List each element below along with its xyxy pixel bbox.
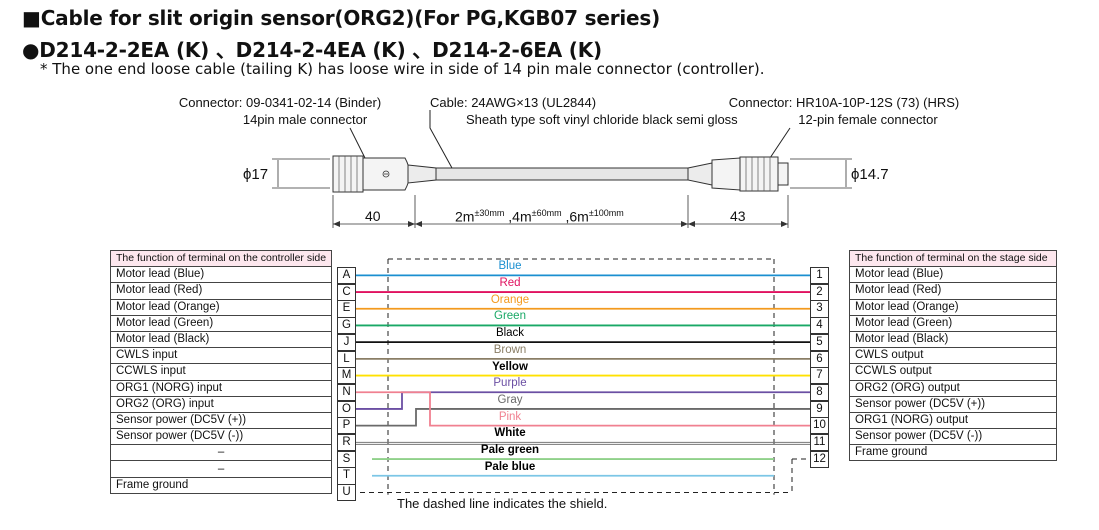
length-6m-value: ,6m: [565, 208, 589, 225]
wire-label: Brown: [493, 343, 527, 356]
left-pin-N: N: [337, 383, 356, 402]
stage-row: Motor lead (Red): [849, 282, 1057, 300]
stage-side-table: The function of terminal on the stage si…: [849, 249, 1057, 462]
tolerance-4m: ±60mm: [531, 208, 562, 218]
left-pin-U: U: [337, 484, 356, 502]
right-pin-10: 10: [810, 417, 829, 435]
controller-row: –: [109, 460, 333, 478]
wire-label: Yellow: [492, 360, 528, 373]
left-pin-M: M: [337, 367, 356, 385]
left-pin-S: S: [337, 450, 356, 468]
right-pin-6: 6: [810, 350, 829, 368]
right-pin-1: 1: [810, 267, 829, 285]
connector-right-label: Connector: HR10A-10P-12S (73) (HRS): [728, 95, 960, 110]
right-pin-12: 12: [810, 450, 829, 468]
title-cable: ■Cable for slit origin sensor(ORG2)(For …: [22, 6, 661, 30]
right-pin-5: 5: [810, 333, 829, 351]
stage-row: ORG2 (ORG) output: [849, 379, 1057, 397]
right-pin-3: 3: [810, 300, 829, 318]
wire-label: Gray: [497, 393, 523, 406]
wire-label: Blue: [498, 260, 522, 273]
right-pin-4: 4: [810, 317, 829, 335]
controller-row: Sensor power (DC5V (-)): [109, 428, 333, 446]
left-pin-P: P: [337, 417, 356, 435]
wire-label: Red: [499, 277, 521, 290]
wire-label: Pale green: [480, 444, 540, 457]
diameter-left: ϕ17: [243, 166, 269, 183]
wire-label: Black: [495, 327, 525, 340]
length-2m: 2m±30mm ,4m±60mm ,6m±100mm: [455, 208, 624, 225]
right-pin-9: 9: [810, 400, 829, 418]
controller-row: CCWLS input: [109, 363, 333, 381]
left-pin-T: T: [337, 467, 356, 485]
note-loose-cable: * The one end loose cable (tailing K) ha…: [40, 60, 765, 78]
title-models: ●D214-2-2EA (K) 、D214-2-4EA (K) 、D214-2-…: [22, 38, 602, 62]
left-pin-O: O: [337, 400, 356, 418]
controller-row: ORG2 (ORG) input: [109, 395, 333, 413]
wire-pink: [356, 391, 810, 427]
length-left-connector: 40: [365, 208, 381, 224]
shield-note: The dashed line indicates the shield.: [397, 496, 608, 511]
stage-row: Motor lead (Orange): [849, 298, 1057, 316]
connector-left-label: Connector: 09-0341-02-14 (Binder): [178, 95, 382, 110]
left-pin-G: G: [337, 317, 356, 335]
stage-table-header: The function of terminal on the stage si…: [849, 249, 1057, 268]
tolerance-2m: ±30mm: [474, 208, 505, 218]
left-pin-E: E: [337, 300, 356, 318]
cable-spec-label: Cable: 24AWG×13 (UL2844): [430, 95, 597, 110]
length-right-connector: 43: [730, 208, 746, 224]
right-pin-8: 8: [810, 383, 829, 402]
wire-label: Orange: [490, 293, 530, 306]
shield-line: [360, 258, 793, 495]
wire-label: White: [494, 427, 526, 440]
wire-label: Purple: [493, 377, 527, 390]
wire-gray: [356, 408, 810, 427]
wire-purple: [356, 391, 810, 410]
left-pin-L: L: [337, 350, 356, 368]
left-pin-R: R: [337, 434, 356, 452]
left-pin-C: C: [337, 283, 356, 301]
left-pin-J: J: [337, 333, 356, 351]
tolerance-6m: ±100mm: [588, 208, 624, 218]
stage-row: ORG1 (NORG) output: [849, 411, 1057, 430]
diameter-right: ϕ14.7: [851, 166, 889, 183]
connector-left-type: 14pin male connector: [242, 112, 368, 127]
left-pin-A: A: [337, 267, 356, 285]
right-pin-7: 7: [810, 367, 829, 385]
length-2m-value: 2m: [455, 208, 475, 225]
wire-label: Pale blue: [484, 460, 536, 473]
right-pin-11: 11: [810, 434, 829, 452]
wire-label: Green: [494, 310, 526, 323]
stage-row: CWLS output: [849, 347, 1057, 365]
wire-label: Pink: [498, 410, 522, 423]
right-pin-2: 2: [810, 283, 829, 301]
controller-row: Frame ground: [109, 476, 333, 494]
length-4m-value: ,4m: [508, 208, 532, 225]
controller-side-table: The function of terminal on the controll…: [109, 249, 333, 494]
connector-right-type: 12-pin female connector: [798, 112, 938, 127]
stage-row: Motor lead (Green): [849, 314, 1057, 332]
stage-row: Frame ground: [849, 444, 1057, 462]
controller-row: Motor lead (Black): [109, 330, 333, 349]
cable-sheath-label: Sheath type soft vinyl chloride black se…: [466, 112, 738, 127]
